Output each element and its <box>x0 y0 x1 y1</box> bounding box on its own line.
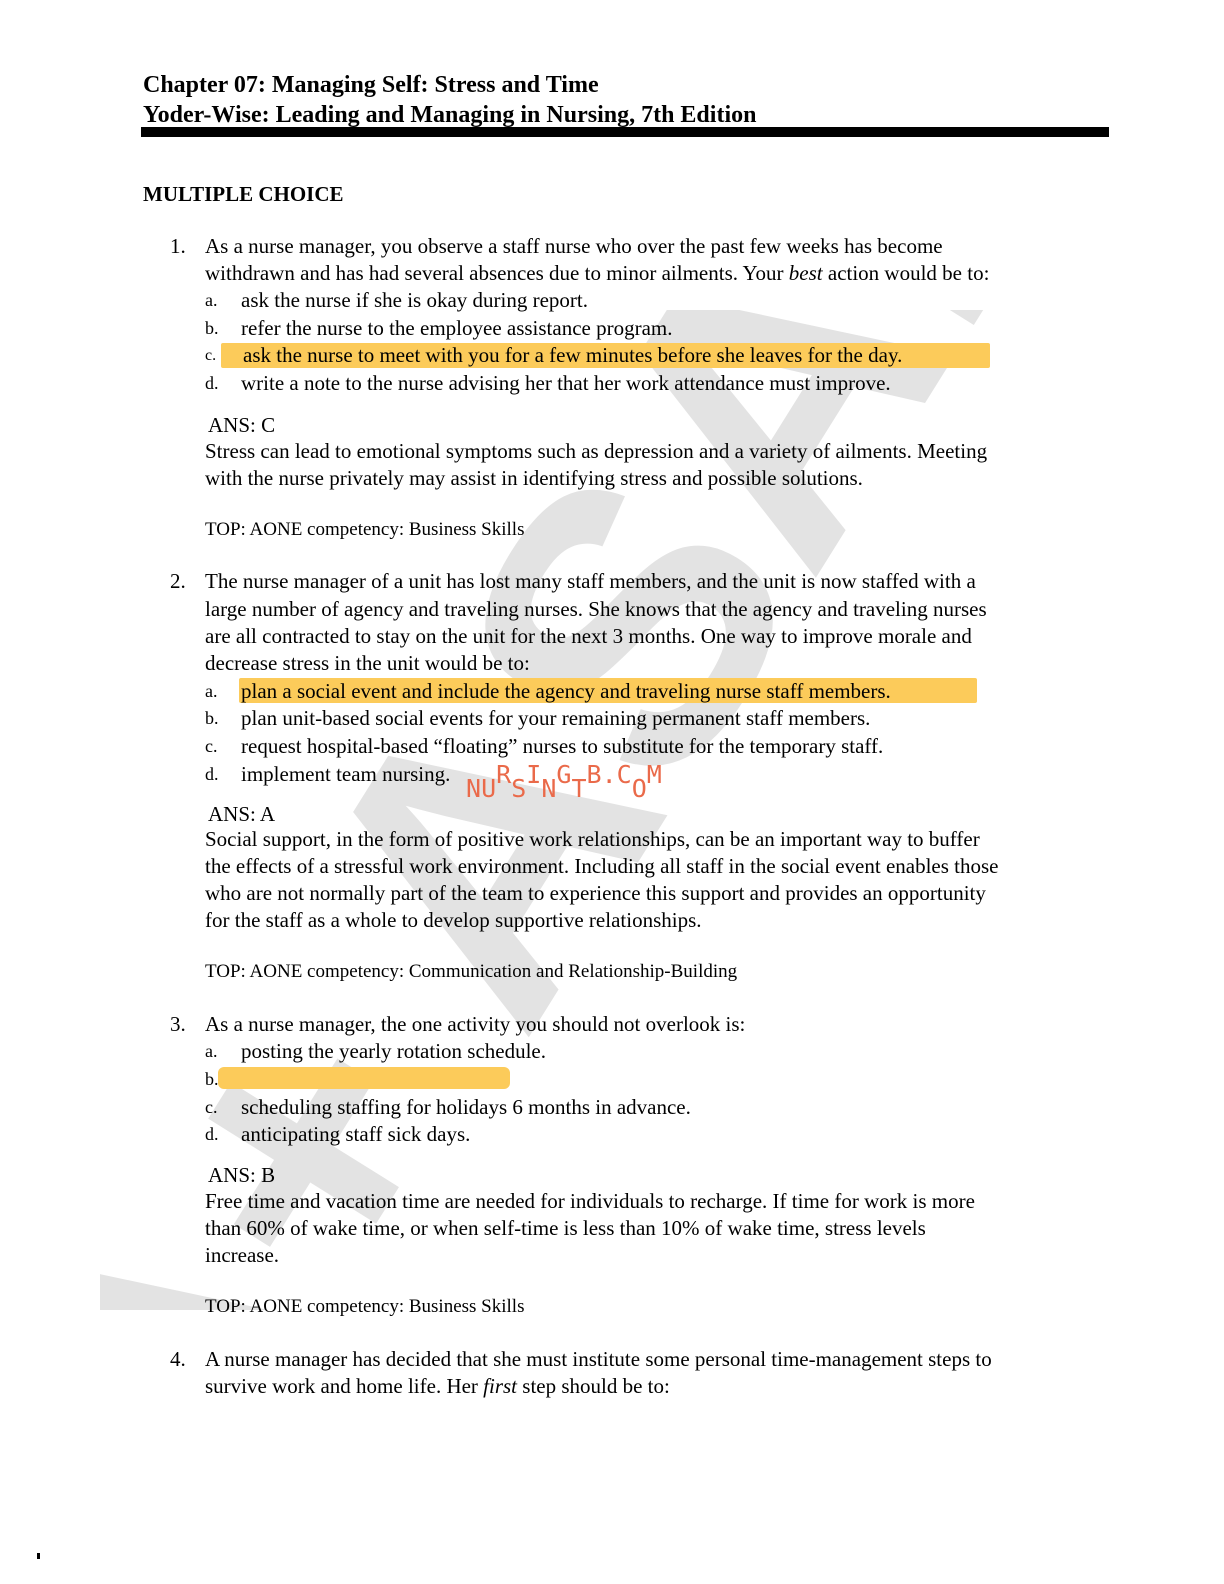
answer-key: ANS: C <box>208 413 276 437</box>
option-text: plan unit-based social events for your r… <box>241 706 871 730</box>
answer-highlight <box>218 1067 510 1089</box>
option-text: write a note to the nurse advising her t… <box>241 371 891 395</box>
question-text: large number of agency and traveling nur… <box>205 597 987 621</box>
rationale-text: Social support, in the form of positive … <box>205 827 980 851</box>
answer-highlight <box>221 343 990 368</box>
option-text: ask the nurse if she is okay during repo… <box>241 288 589 312</box>
topic-label: TOP: AONE competency: Communication and … <box>205 961 738 982</box>
option-letter: d. <box>205 764 219 784</box>
header-rule <box>141 127 1109 137</box>
book-title: Yoder-Wise: Leading and Managing in Nurs… <box>143 102 757 128</box>
rationale-text: Stress can lead to emotional symptoms su… <box>205 439 988 463</box>
option-text: request hospital-based “floating” nurses… <box>241 734 884 758</box>
option-letter: c. <box>205 736 218 756</box>
option-letter: d. <box>205 373 219 393</box>
option-text: scheduling staffing for holidays 6 month… <box>241 1095 691 1119</box>
option-letter: c. <box>205 1097 218 1117</box>
option-text: implement team nursing. <box>241 762 451 786</box>
page-mark <box>37 1553 40 1559</box>
question-number: 3. <box>170 1012 186 1036</box>
stamp-text: NURSINGTB.COM <box>466 760 662 803</box>
option-text: posting the yearly rotation schedule. <box>241 1039 547 1063</box>
question-number: 2. <box>170 569 186 593</box>
question-text: A nurse manager has decided that she mus… <box>205 1347 992 1371</box>
rationale-text: than 60% of wake time, or when self-time… <box>205 1216 926 1240</box>
option-letter: d. <box>205 1124 219 1144</box>
question-text: survive work and home life. Her first st… <box>205 1374 670 1398</box>
rationale-text: who are not normally part of the team to… <box>205 881 986 905</box>
answer-key: ANS: B <box>208 1163 276 1187</box>
question-text: The nurse manager of a unit has lost man… <box>205 569 976 593</box>
option-text: refer the nurse to the employee assistan… <box>241 316 673 340</box>
section-title: MULTIPLE CHOICE <box>143 182 344 206</box>
rationale-text: with the nurse privately may assist in i… <box>205 466 863 490</box>
emphasis: best <box>788 261 823 285</box>
question-number: 4. <box>170 1347 186 1371</box>
answer-key: ANS: A <box>208 802 276 826</box>
topic-label: TOP: AONE competency: Business Skills <box>205 519 525 540</box>
question-text: are all contracted to stay on the unit f… <box>205 624 972 648</box>
option-letter: b. <box>205 1069 219 1089</box>
option-letter: b. <box>205 318 219 338</box>
question-text: decrease stress in the unit would be to: <box>205 651 530 675</box>
option-text: ask the nurse to meet with you for a few… <box>243 343 903 367</box>
option-letter: c. <box>205 347 217 364</box>
topic-label: TOP: AONE competency: Business Skills <box>205 1296 525 1317</box>
option-letter: b. <box>205 708 219 728</box>
rationale-text: for the staff as a whole to develop supp… <box>205 908 702 932</box>
option-letter: a. <box>205 681 218 701</box>
question-text: withdrawn and has had several absences d… <box>205 261 990 285</box>
option-letter: a. <box>205 1041 218 1061</box>
question-number: 1. <box>170 234 186 258</box>
chapter-title: Chapter 07: Managing Self: Stress and Ti… <box>143 72 599 98</box>
rationale-text: Free time and vacation time are needed f… <box>205 1189 975 1213</box>
emphasis: first <box>483 1374 518 1398</box>
rationale-text: increase. <box>205 1243 280 1267</box>
rationale-text: the effects of a stressful work environm… <box>205 854 999 878</box>
question-text: As a nurse manager, you observe a staff … <box>205 234 943 258</box>
option-letter: a. <box>205 290 218 310</box>
option-text: plan a social event and include the agen… <box>241 679 891 703</box>
answer-highlight <box>239 678 977 703</box>
option-text: anticipating staff sick days. <box>241 1122 471 1146</box>
question-text: As a nurse manager, the one activity you… <box>205 1012 746 1036</box>
